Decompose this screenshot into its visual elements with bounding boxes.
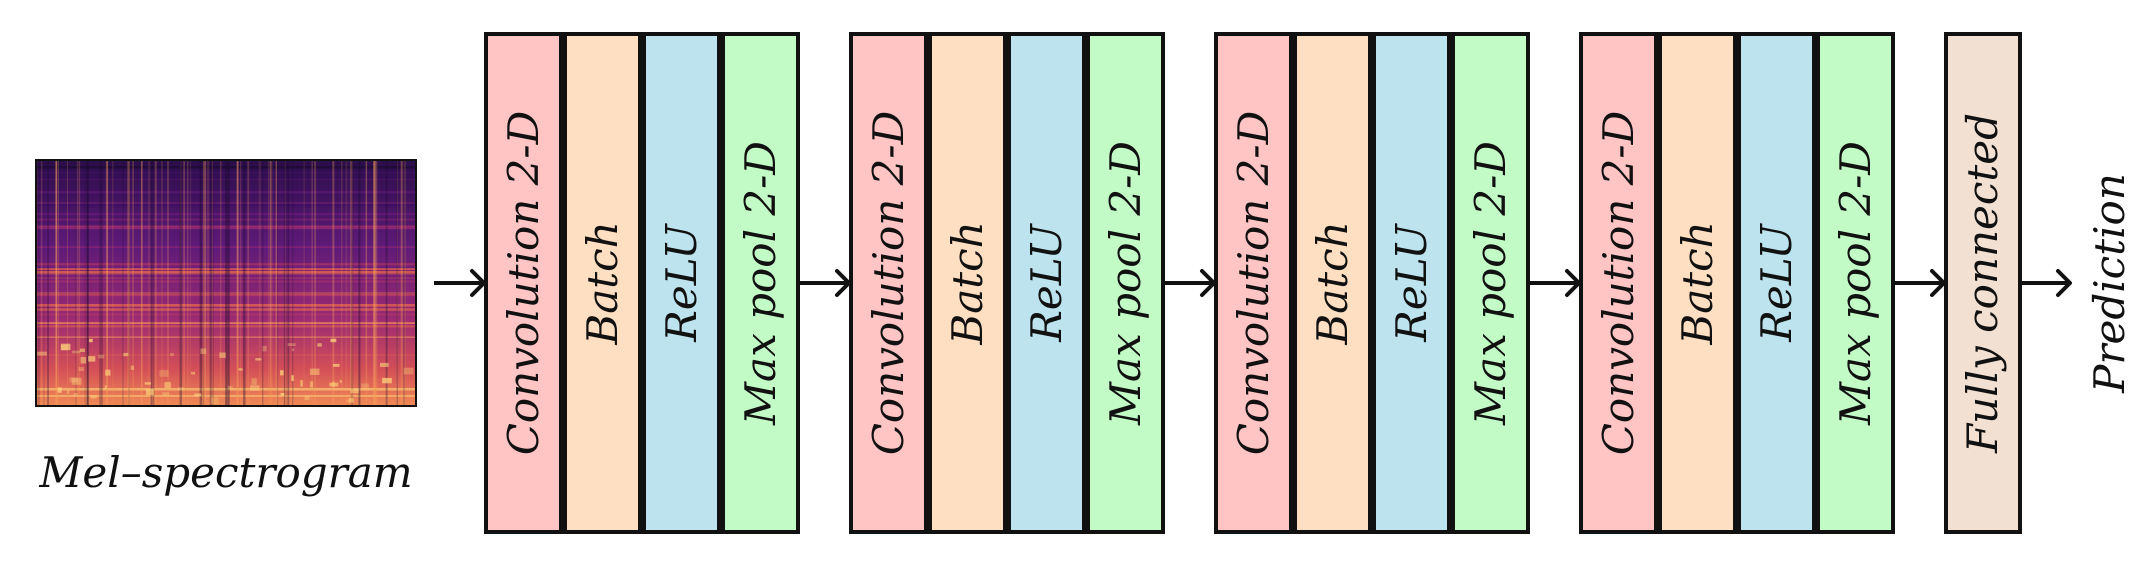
relu-layer xyxy=(642,32,721,534)
batch-norm-layer xyxy=(1658,32,1737,534)
arrow-input-to-block-1 xyxy=(434,269,486,297)
input-label: Mel–spectrogram xyxy=(38,448,412,497)
arrow-block-2-to-block-3 xyxy=(1162,269,1216,297)
mel-spectrogram-image xyxy=(35,159,417,407)
maxpool-layer xyxy=(1451,32,1530,534)
batch-norm-layer xyxy=(1293,32,1372,534)
arrow-block-4-to-dense xyxy=(1892,269,1946,297)
relu-layer-label: ReLU xyxy=(657,223,706,343)
maxpool-layer-label: Max pool 2-D xyxy=(1466,141,1515,426)
batch-norm-layer xyxy=(928,32,1007,534)
spectrogram-texture xyxy=(36,160,416,406)
relu-layer xyxy=(1372,32,1451,534)
conv2d-layer-label: Convolution 2-D xyxy=(864,111,913,456)
batch-norm-layer-label: Batch xyxy=(1308,221,1357,345)
batch-norm-layer-label: Batch xyxy=(1673,221,1722,345)
maxpool-layer-label: Max pool 2-D xyxy=(1831,141,1880,426)
maxpool-layer xyxy=(1816,32,1895,534)
maxpool-layer-label: Max pool 2-D xyxy=(1101,141,1150,426)
relu-layer xyxy=(1007,32,1086,534)
conv-block-4: Convolution 2-D Batch ReLU Max pool 2-D xyxy=(1579,32,1895,534)
fully-connected-layer-label: Fully connected xyxy=(1958,113,2007,454)
conv2d-layer xyxy=(849,32,928,534)
arrow-block-1-to-block-2 xyxy=(797,269,851,297)
conv2d-layer-label: Convolution 2-D xyxy=(499,111,548,456)
relu-layer-label: ReLU xyxy=(1387,223,1436,343)
batch-norm-layer xyxy=(563,32,642,534)
conv2d-layer xyxy=(1214,32,1293,534)
arrow-block-3-to-block-4 xyxy=(1527,269,1581,297)
conv2d-layer xyxy=(1579,32,1658,534)
maxpool-layer xyxy=(1086,32,1165,534)
batch-norm-layer-label: Batch xyxy=(578,221,627,345)
batch-norm-layer-label: Batch xyxy=(943,221,992,345)
conv-block-1: Convolution 2-D Batch ReLU Max pool 2-D xyxy=(484,32,800,534)
dense-block: Fully connected xyxy=(1944,32,2022,534)
conv-block-2: Convolution 2-D Batch ReLU Max pool 2-D xyxy=(849,32,1165,534)
fully-connected-layer xyxy=(1944,32,2022,534)
prediction-label: Prediction xyxy=(2085,173,2134,394)
maxpool-layer-label: Max pool 2-D xyxy=(736,141,785,426)
relu-layer-label: ReLU xyxy=(1022,223,1071,343)
relu-layer xyxy=(1737,32,1816,534)
maxpool-layer xyxy=(721,32,800,534)
arrow-dense-to-prediction xyxy=(2018,269,2072,297)
conv2d-layer-label: Convolution 2-D xyxy=(1594,111,1643,456)
relu-layer-label: ReLU xyxy=(1752,223,1801,343)
conv2d-layer-label: Convolution 2-D xyxy=(1229,111,1278,456)
conv-block-3: Convolution 2-D Batch ReLU Max pool 2-D xyxy=(1214,32,1530,534)
conv2d-layer xyxy=(484,32,563,534)
